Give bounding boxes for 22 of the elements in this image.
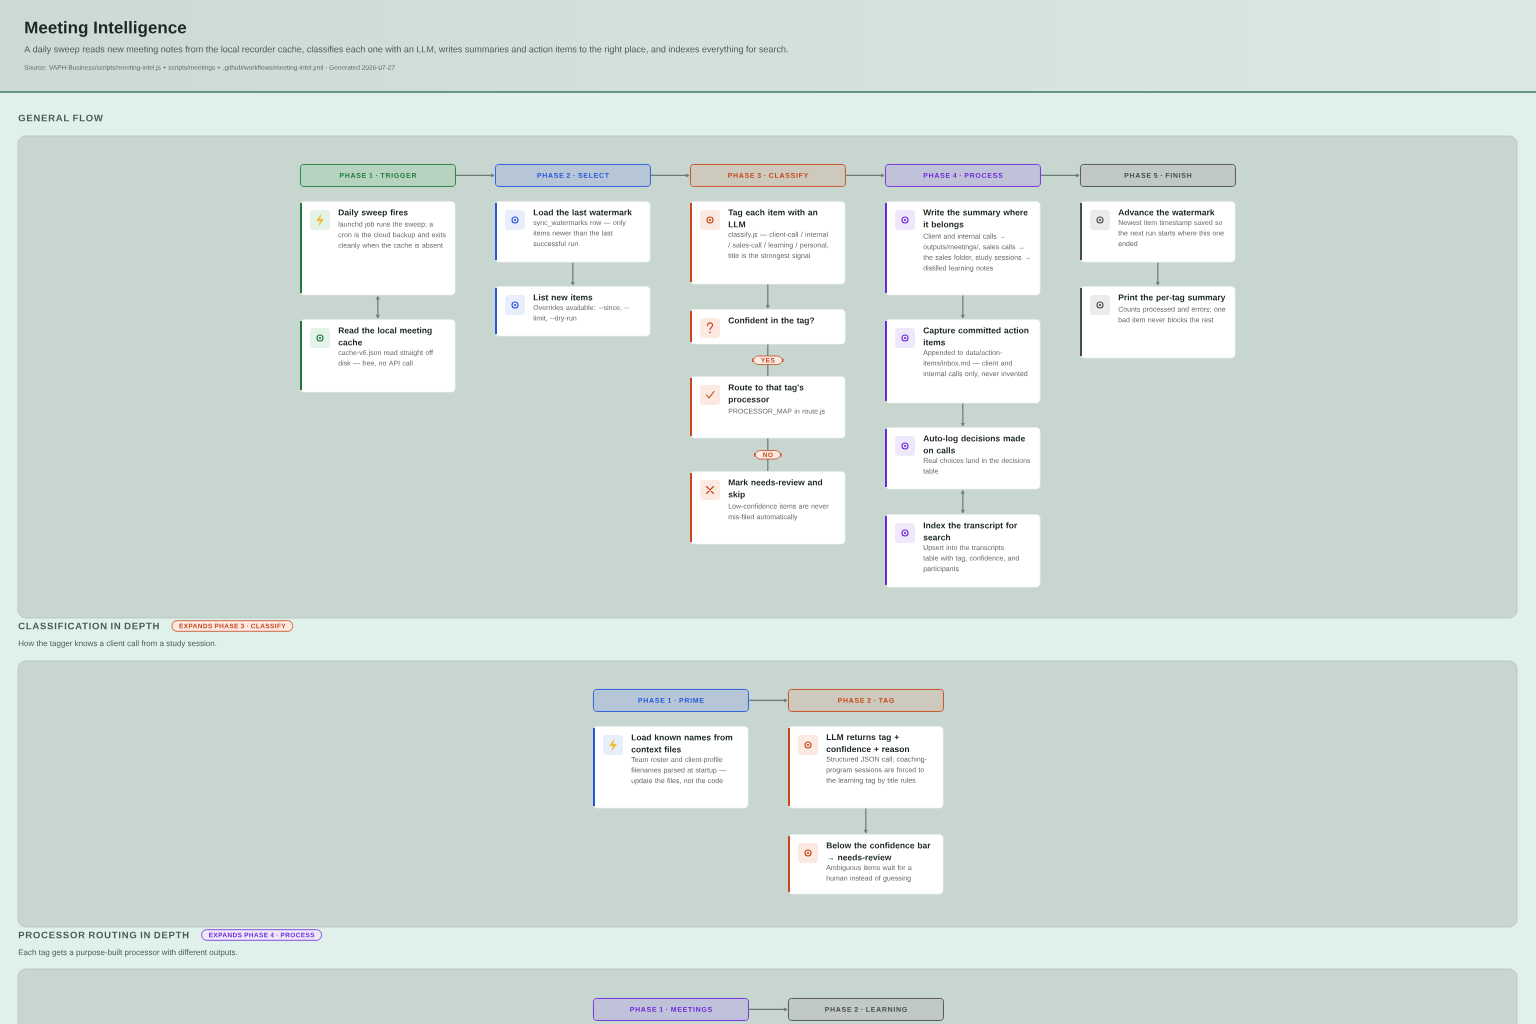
arrow	[960, 295, 965, 319]
arrow	[650, 173, 690, 178]
arrow	[1155, 262, 1160, 286]
arrow	[863, 808, 868, 834]
section-heading: CLASSIFICATION IN DEPTH	[18, 622, 159, 630]
section-heading: PROCESSOR ROUTING IN DEPTH	[18, 931, 189, 939]
section-note: Each tag gets a purpose-built processor with different outputs.	[18, 949, 237, 957]
page-title: Meeting Intelligence	[25, 21, 187, 37]
section-heading: GENERAL FLOW	[18, 114, 103, 122]
subtitle: A daily sweep reads new meeting notes from the local recorder cache, classifies each one with an LLM, writes summaries and action items to the right place, and indexes everything for search.	[24, 45, 788, 55]
arrow	[748, 1007, 788, 1012]
arrow	[375, 296, 380, 319]
arrow	[960, 490, 965, 514]
arrow	[748, 698, 788, 703]
section-note: How the tagger knows a client call from a study session.	[18, 640, 217, 648]
arrow	[455, 173, 495, 178]
arrow	[960, 403, 965, 427]
decision-box: Confident in the tag?	[690, 309, 846, 345]
arrow	[845, 173, 885, 178]
arrow	[570, 262, 575, 286]
arrow	[1040, 173, 1080, 178]
arrow	[765, 284, 770, 309]
